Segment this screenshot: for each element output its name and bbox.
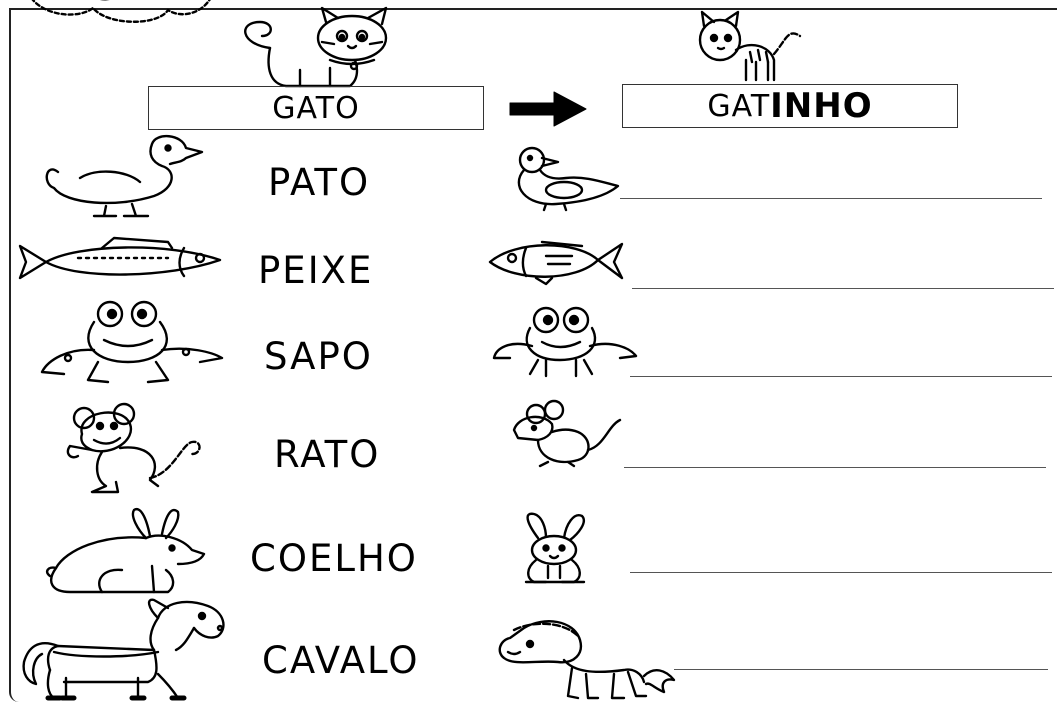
animal-word-pato: PATO [268,161,371,204]
fish-icon [18,236,224,286]
example-answer-suffix: INHO [770,86,873,126]
pony-icon [494,616,678,702]
animal-word-peixe: PEIXE [258,249,374,292]
answer-line-rato[interactable] [624,467,1046,468]
answer-line-peixe[interactable] [632,288,1054,289]
answer-line-cavalo[interactable] [674,669,1048,670]
animal-word-rato: RATO [274,433,381,476]
example-word-box: GATO [148,86,484,130]
rabbit-icon [42,506,212,596]
example-word: GATO [272,90,360,126]
duck-icon [36,132,206,218]
animal-word-cavalo: CAVALO [262,639,420,682]
frog-icon [38,300,228,386]
small-fish-icon [486,236,626,286]
mouse-icon [62,402,212,496]
animal-word-coelho: COELHO [250,537,418,580]
duckling-icon [506,146,622,212]
small-rabbit-icon [508,512,600,586]
page-border [9,8,1057,702]
small-frog-icon [490,306,640,378]
kitten-icon [690,10,810,86]
answer-line-coelho[interactable] [630,572,1052,573]
answer-line-pato[interactable] [620,198,1042,199]
cloud-icon [18,0,218,36]
answer-line-sapo[interactable] [630,376,1052,377]
example-answer-root: GAT [707,88,771,124]
horse-icon [18,598,232,702]
cat-icon [230,6,410,88]
small-mouse-icon [508,399,624,468]
animal-word-sapo: SAPO [264,335,373,378]
arrow-right-icon [509,91,587,127]
